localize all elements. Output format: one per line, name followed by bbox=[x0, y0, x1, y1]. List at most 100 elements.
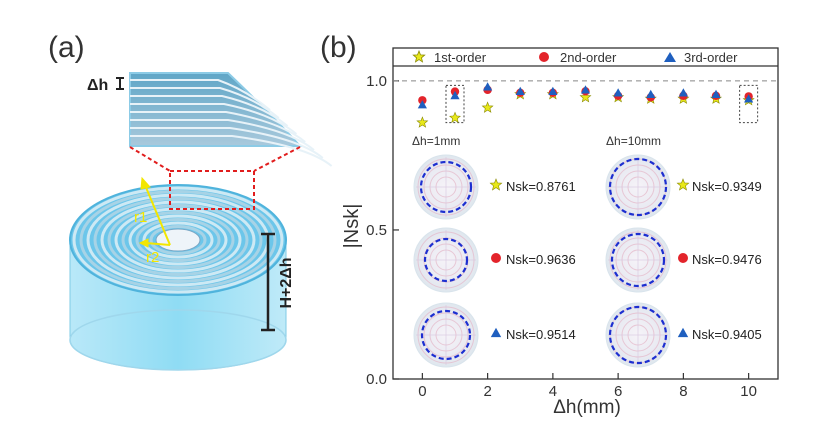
point-3rd-order bbox=[678, 88, 688, 97]
x-axis-label: Δh(mm) bbox=[553, 397, 621, 418]
wedge-shell-line bbox=[130, 87, 280, 119]
legend-item-3rd-order: 3rd-order bbox=[664, 50, 738, 65]
point-3rd-order bbox=[711, 89, 721, 98]
point-1st-order bbox=[481, 101, 494, 113]
y-axis-label: |Nsk| bbox=[341, 204, 363, 249]
inset-field-pattern bbox=[413, 302, 479, 368]
shell-ring bbox=[128, 214, 228, 266]
panel-a-label: (a) bbox=[48, 31, 85, 64]
legend-label-2nd-order: 2nd-order bbox=[560, 50, 617, 65]
shell-ring bbox=[149, 225, 207, 255]
data-points bbox=[416, 82, 755, 128]
wedge-shell-line bbox=[130, 79, 271, 111]
r1-arrowhead bbox=[140, 176, 151, 190]
nsk-right-1: Nsk=0.9349 bbox=[692, 179, 762, 194]
cylinder-core bbox=[155, 228, 201, 252]
x-tick-label: 4 bbox=[549, 383, 557, 400]
inset-field-pattern bbox=[413, 227, 479, 293]
y-tick-label: 0.5 bbox=[366, 222, 387, 239]
shell-ring bbox=[135, 218, 221, 262]
height-label: H+2Δh bbox=[278, 257, 295, 308]
point-3rd-order bbox=[646, 89, 656, 98]
height-dimension bbox=[261, 232, 275, 332]
legend-item-1st-order: 1st-order bbox=[412, 49, 487, 65]
r2-arrowhead bbox=[138, 238, 149, 248]
effective-boundary bbox=[423, 237, 469, 283]
shell-ring bbox=[121, 211, 235, 269]
shell-ring bbox=[72, 186, 284, 294]
legend-triangle-marker bbox=[664, 52, 676, 62]
inset-left-title: Δh=1mm bbox=[412, 134, 460, 148]
shell-ring bbox=[79, 190, 277, 290]
point-1st-order bbox=[579, 90, 592, 103]
cylinder bbox=[69, 184, 287, 371]
r2-label: r2 bbox=[146, 249, 159, 266]
legend-label-3rd-order: 3rd-order bbox=[684, 50, 738, 65]
point-3rd-order bbox=[483, 82, 493, 91]
r2-arrow bbox=[145, 242, 171, 246]
effective-boundary bbox=[420, 309, 472, 361]
x-tick-label: 10 bbox=[740, 383, 757, 400]
legend: 1st-order 2nd-order 3rd-order bbox=[412, 49, 738, 65]
shell-ring bbox=[100, 200, 256, 280]
legend-label-1st-order: 1st-order bbox=[434, 50, 487, 65]
nsk-left-1: Nsk=0.8761 bbox=[506, 179, 576, 194]
inset-field-pattern bbox=[605, 227, 671, 293]
x-tick-label: 6 bbox=[614, 383, 622, 400]
zoom-line-right bbox=[253, 146, 301, 172]
inset-star-marker bbox=[489, 178, 503, 191]
effective-boundary bbox=[610, 232, 666, 288]
effective-boundary bbox=[419, 160, 473, 214]
nsk-left-3: Nsk=0.9514 bbox=[506, 327, 576, 342]
effective-boundary bbox=[608, 305, 668, 365]
highlight-box bbox=[445, 84, 465, 124]
zoom-line-left bbox=[129, 146, 171, 172]
wedge-shell-line bbox=[130, 103, 298, 135]
inset-triangle-marker bbox=[490, 327, 502, 338]
nsk-left-2: Nsk=0.9636 bbox=[506, 252, 576, 267]
field-insets bbox=[413, 154, 690, 368]
legend-item-2nd-order: 2nd-order bbox=[539, 50, 617, 65]
inset-triangle-marker bbox=[677, 327, 689, 338]
shell-ring bbox=[93, 197, 263, 283]
panel-b: (b) 1st-order 2nd-order 3rd-order |Nsk| … bbox=[320, 31, 779, 418]
point-1st-order bbox=[416, 116, 429, 128]
y-tick-label: 1.0 bbox=[366, 73, 387, 90]
panel-a: (a) r1 r2 H+2Δh Δh bbox=[48, 31, 333, 371]
x-tick-label: 0 bbox=[418, 383, 426, 400]
inset-circle-marker bbox=[491, 253, 501, 263]
inset-field-pattern bbox=[605, 154, 671, 220]
inset-right-title: Δh=10mm bbox=[606, 134, 661, 148]
cylinder-bottom-rim bbox=[69, 309, 287, 371]
inset-field-pattern bbox=[413, 154, 479, 220]
y-tick-label: 0.0 bbox=[366, 371, 387, 388]
x-tick-label: 2 bbox=[483, 383, 491, 400]
point-3rd-order bbox=[417, 100, 427, 109]
zoom-callout bbox=[129, 146, 301, 210]
point-3rd-order bbox=[580, 85, 591, 94]
panel-b-label: (b) bbox=[320, 31, 357, 64]
series-3rd-order bbox=[417, 82, 754, 109]
dh-label: Δh bbox=[87, 77, 108, 94]
wedge-shell-line bbox=[130, 135, 333, 167]
effective-boundary bbox=[608, 157, 668, 217]
magnified-wedge bbox=[129, 72, 333, 167]
inset-circle-marker bbox=[678, 253, 688, 263]
point-3rd-order bbox=[450, 90, 460, 100]
wedge-shell-line bbox=[130, 111, 306, 143]
nsk-right-3: Nsk=0.9405 bbox=[692, 327, 762, 342]
highlight-boxes bbox=[445, 84, 759, 124]
point-3rd-order bbox=[548, 86, 558, 96]
shell-ring bbox=[142, 221, 214, 259]
legend-circle-marker bbox=[539, 52, 549, 62]
inset-field-pattern bbox=[605, 302, 671, 368]
inset-star-marker bbox=[676, 178, 690, 191]
wedge-shell-lines bbox=[130, 79, 333, 167]
wedge-shell-line bbox=[130, 127, 324, 159]
point-1st-order bbox=[449, 111, 461, 123]
radius-arrows bbox=[138, 176, 171, 248]
wedge-shell-line bbox=[130, 95, 289, 127]
legend-star-marker bbox=[412, 49, 426, 63]
nsk-right-2: Nsk=0.9476 bbox=[692, 252, 762, 267]
